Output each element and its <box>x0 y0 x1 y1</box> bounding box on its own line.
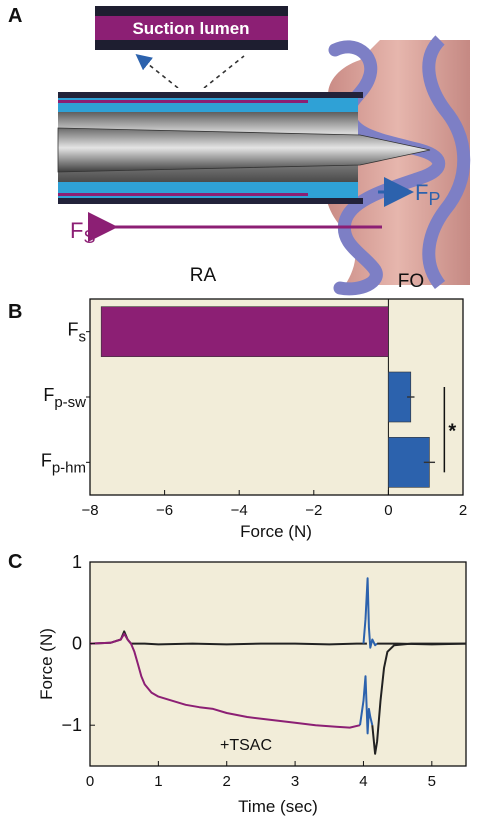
panel-b-xtick-label: 0 <box>384 502 392 519</box>
catheter <box>57 92 431 204</box>
panel-b-significance-label: * <box>448 421 456 443</box>
category-sub: p-hm <box>52 459 86 476</box>
catheter-wall-top <box>58 92 363 98</box>
inset-pointer-left <box>135 54 179 89</box>
septum-edge <box>328 40 446 296</box>
panel-c-xticks: 0 1 2 3 4 5 <box>86 761 436 790</box>
fs-label-sub: S <box>83 227 95 247</box>
fs-label: FS <box>70 218 95 247</box>
catheter-cyan-top <box>58 96 358 114</box>
category-main: F <box>41 450 52 470</box>
panel-a-letter: A <box>8 5 22 27</box>
panel-c-series-line <box>362 577 378 649</box>
fp-label-main: F <box>415 180 428 205</box>
inset-pointer-right <box>203 55 245 89</box>
panel-b-bar <box>100 306 389 357</box>
panel-c: C 0 1 2 3 4 5 1 0 −1 +TSAC Time (sec) Force (N) <box>8 551 467 816</box>
panel-c-xtick-label: 5 <box>428 773 436 790</box>
panel-c-letter: C <box>8 551 22 573</box>
panel-b-category-label: Fp-hm <box>41 450 86 476</box>
panel-c-xtick-label: 4 <box>359 773 367 790</box>
category-main: F <box>68 320 79 340</box>
panel-b-category-label: Fs <box>68 320 87 346</box>
panel-c-plot-area <box>89 561 467 767</box>
fp-label: FP <box>415 180 440 209</box>
catheter-wall-bottom <box>58 198 363 204</box>
panel-b-xtick-label: −2 <box>305 502 322 519</box>
needle <box>57 127 431 173</box>
suction-lumen-bottom <box>58 193 308 196</box>
panel-c-ytick-label: 0 <box>72 634 82 654</box>
panel-b-marks: * <box>86 299 456 495</box>
panel-b-letter: B <box>8 301 22 323</box>
panel-b-category-label: Fp-sw <box>43 385 86 411</box>
panel-c-xtick-label: 2 <box>223 773 231 790</box>
panel-c-ytick-label: −1 <box>61 715 82 735</box>
septum-edge-right <box>422 35 471 290</box>
ra-label: RA <box>190 265 217 286</box>
category-sub: p-sw <box>54 394 86 411</box>
panel-c-series-line <box>359 675 374 735</box>
panel-b-xticks: −8 −6 −4 −2 0 2 <box>81 490 467 519</box>
panel-b-xtick-label: −8 <box>81 502 98 519</box>
panel-c-ytick-label: 1 <box>72 552 82 572</box>
panel-b-xtick-label: 2 <box>459 502 467 519</box>
category-sub: s <box>79 329 87 346</box>
panel-b-bar <box>388 437 430 488</box>
panel-c-xtick-label: 0 <box>86 773 94 790</box>
panel-c-xtick-label: 1 <box>154 773 162 790</box>
panel-c-annotation: +TSAC <box>220 737 272 754</box>
panel-b-xtick-label: −6 <box>156 502 173 519</box>
panel-c-lines <box>89 577 467 755</box>
suction-lumen-inset: Suction lumen <box>95 6 288 108</box>
fp-label-sub: P <box>428 189 440 209</box>
panel-c-series-line <box>371 642 466 755</box>
fo-label: FO <box>398 271 424 292</box>
panel-c-yticks: 1 0 −1 <box>61 552 95 735</box>
panel-b-xtick-label: −4 <box>231 502 248 519</box>
panel-c-ylabel: Force (N) <box>37 628 56 700</box>
panel-c-xtick-label: 3 <box>291 773 299 790</box>
panel-b-xlabel: Force (N) <box>240 522 312 541</box>
panel-a: A Suction lumen F <box>8 5 471 296</box>
suction-lumen-top <box>58 100 308 103</box>
fs-label-main: F <box>70 218 83 243</box>
panel-c-xlabel: Time (sec) <box>238 797 318 816</box>
panel-c-series-line <box>89 632 361 729</box>
inset-label: Suction lumen <box>132 19 249 38</box>
inset-lumen-band <box>95 16 288 40</box>
category-main: F <box>43 385 54 405</box>
